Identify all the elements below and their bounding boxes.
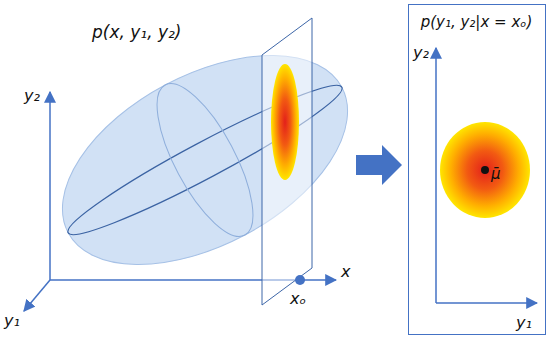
slice-plane (262, 18, 312, 305)
y1-axis (436, 302, 537, 304)
ellipsoid (28, 12, 382, 308)
axis-label: y₂ (413, 43, 429, 62)
axis-label: x (341, 262, 350, 281)
axis-label: y₁ (4, 311, 20, 330)
panel-box: p(y₁, y₂|x = xₒ) y₂ y₁ μ̄ (408, 4, 546, 335)
conditional-density-title: p(y₁, y₂|x = xₒ) (421, 13, 533, 31)
axis-label: y₁ (516, 313, 532, 332)
axis-label: y₂ (24, 86, 40, 105)
mean-label: μ̄ (491, 165, 501, 183)
y1-axis (24, 280, 50, 311)
conditional-density (440, 122, 530, 218)
xo-point (295, 275, 305, 285)
block-arrow (356, 145, 402, 185)
slice-section (271, 64, 299, 180)
point-label: xₒ (290, 289, 306, 308)
y2-axis (435, 48, 437, 303)
y2-axis (49, 92, 51, 280)
joint-density-label: p(x, y₁, y₂) (92, 22, 181, 42)
mean-point (481, 166, 489, 174)
